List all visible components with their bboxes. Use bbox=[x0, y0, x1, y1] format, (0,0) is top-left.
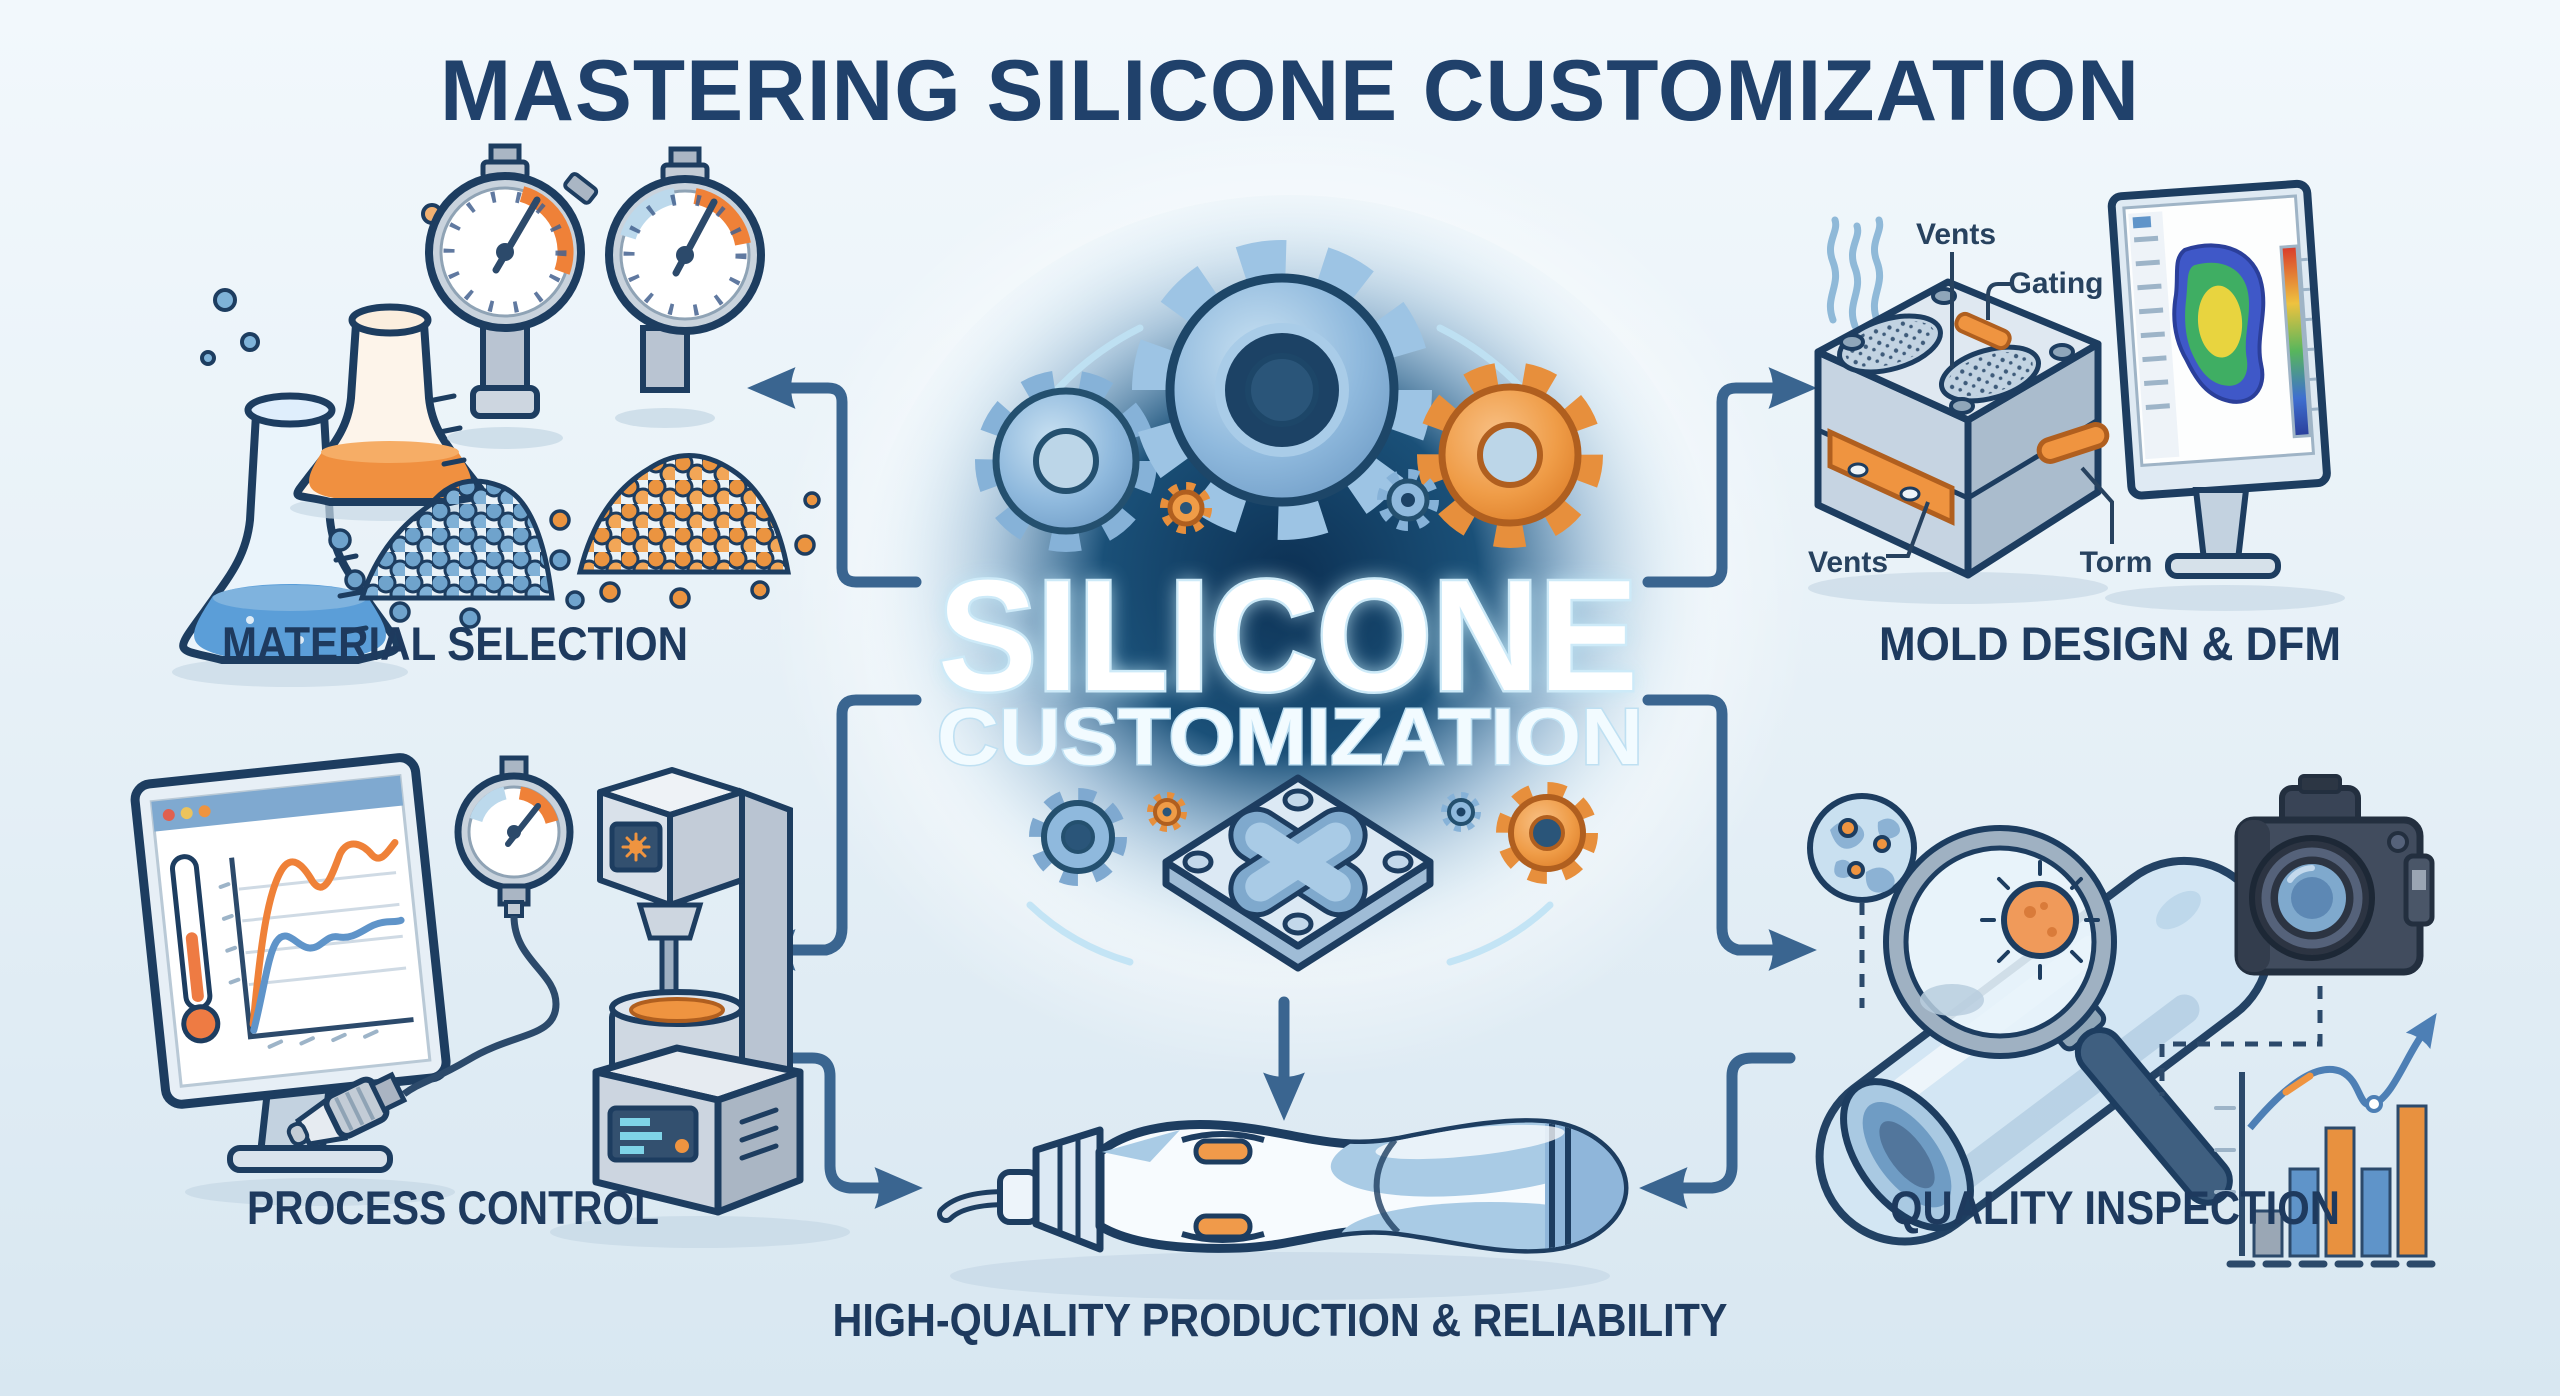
cable bbox=[401, 915, 560, 1097]
quality-inspection-label: QUALITY INSPECTION bbox=[1890, 1181, 2340, 1234]
center-emblem: SILICONE SILICONE CUSTOMIZATION bbox=[770, 120, 1810, 1080]
magnifier-icon bbox=[1883, 825, 2233, 1206]
section-process-control: PROCESS CONTROL bbox=[130, 753, 850, 1248]
center-word-customization: CUSTOMIZATION bbox=[937, 692, 1643, 781]
gauge-icon bbox=[605, 146, 765, 428]
device-illustration: HIGH-QUALITY PRODUCTION & RELIABILITY bbox=[833, 1118, 1728, 1346]
dashed-connector bbox=[2159, 986, 2323, 1096]
annotation-leader-lines bbox=[1886, 252, 2114, 558]
annotation-vents-top: Vents bbox=[1916, 218, 1996, 251]
process-control-label: PROCESS CONTROL bbox=[247, 1181, 659, 1234]
pellets-icon bbox=[328, 453, 821, 629]
monitor-icon bbox=[130, 753, 451, 1109]
center-word-glow: SILICONE bbox=[938, 548, 1638, 724]
bar-chart-bars bbox=[2252, 1104, 2428, 1258]
section-quality-inspection: QUALITY INSPECTION bbox=[1807, 774, 2438, 1268]
device-button bbox=[1193, 1213, 1253, 1240]
bar bbox=[2396, 1104, 2428, 1258]
gear-icon bbox=[975, 240, 1603, 552]
camera-icon bbox=[2234, 774, 2435, 976]
arrow-center-to-mold bbox=[1642, 367, 1817, 588]
arrow-center-to-quality bbox=[1642, 694, 1817, 971]
mold-block-icon bbox=[1808, 278, 2110, 604]
mold-design-label: MOLD DESIGN & DFM bbox=[1879, 617, 2341, 670]
mixer-icon bbox=[550, 767, 850, 1248]
annotation-form: Torm bbox=[2080, 546, 2153, 579]
arrow-center-to-material bbox=[747, 367, 922, 588]
annotation-gating: Gating bbox=[2009, 267, 2104, 300]
arrow-quality-to-device bbox=[1639, 1052, 1796, 1209]
thermometer-icon bbox=[169, 854, 221, 1044]
bar bbox=[2360, 1167, 2392, 1258]
arrow-center-to-process bbox=[747, 694, 922, 971]
bar bbox=[2288, 1167, 2320, 1258]
section-material-selection: MATERIAL SELECTION bbox=[172, 143, 821, 687]
defect-particle-icon bbox=[1980, 860, 2100, 980]
production-label: HIGH-QUALITY PRODUCTION & RELIABILITY bbox=[833, 1294, 1728, 1346]
section-mold-design: Vents Gating Vents Torm MOLD DESIGN & DF… bbox=[1808, 179, 2345, 670]
microstructure-inset-icon bbox=[1807, 793, 1917, 903]
pressure-gauge-icon bbox=[454, 755, 574, 918]
bar-chart-icon bbox=[2214, 1012, 2438, 1268]
heatmap-monitor-icon bbox=[2107, 179, 2331, 500]
mold-plate-icon bbox=[1162, 774, 1434, 972]
gauge-icon bbox=[425, 143, 599, 449]
line-chart bbox=[218, 839, 414, 1049]
trend-line bbox=[2247, 1012, 2437, 1131]
steam-icon bbox=[1826, 216, 1884, 330]
device-button bbox=[1193, 1138, 1253, 1165]
bubbles-icon bbox=[200, 288, 260, 366]
gear-icon bbox=[1029, 782, 1598, 886]
material-selection-label: MATERIAL SELECTION bbox=[222, 617, 688, 670]
sensor-plug-icon bbox=[286, 1071, 408, 1147]
annotation-vents-bottom: Vents bbox=[1808, 546, 1888, 579]
bar bbox=[2324, 1126, 2356, 1258]
arrow-process-to-device bbox=[634, 1052, 923, 1209]
bar bbox=[2252, 1209, 2284, 1258]
center-word-silicone: SILICONE bbox=[938, 548, 1638, 724]
